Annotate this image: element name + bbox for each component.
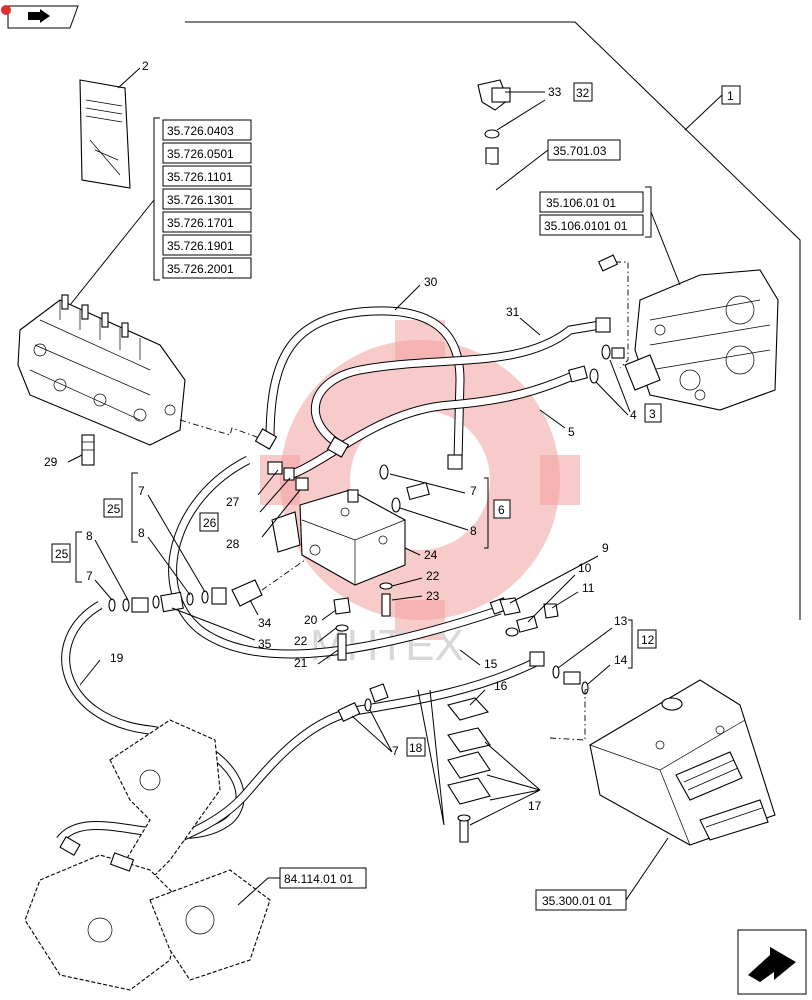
boxed-3	[644, 403, 662, 423]
pump-ref-b: 35.106.0101 01	[544, 219, 628, 233]
callout-22b: 22	[294, 634, 308, 648]
callout-29: 29	[44, 455, 58, 469]
callout-7d: 7	[392, 744, 399, 758]
boxed-1-label: 1	[727, 89, 734, 103]
callout-34: 34	[258, 616, 272, 630]
callout-8c: 8	[138, 526, 145, 540]
boxed-25b-label: 25	[55, 547, 69, 561]
boxed-32-label: 32	[576, 86, 590, 100]
boxed-6-label: 6	[498, 503, 505, 517]
callout-15: 15	[484, 657, 498, 671]
manual-ref-4: 35.726.1301	[167, 193, 234, 207]
tank-ref: 35.300.01 01	[542, 894, 612, 908]
callout-14: 14	[614, 653, 628, 667]
boxed-12	[637, 629, 657, 649]
fittings-9-11	[499, 597, 559, 637]
hose-19	[56, 601, 245, 844]
book-arrow-icon[interactable]	[1, 5, 79, 29]
callout-35: 35	[258, 637, 272, 651]
boxed-18-label: 18	[409, 741, 423, 755]
callout-2: 2	[142, 59, 149, 73]
bolt-set	[333, 582, 393, 661]
pump-ref-box-b	[539, 214, 644, 236]
hose-loader	[127, 655, 543, 865]
quick-coupler-33	[477, 79, 511, 111]
callout-28: 28	[226, 537, 240, 551]
loader-frame	[24, 719, 271, 991]
clamp-set	[447, 697, 491, 843]
callout-27: 27	[226, 495, 240, 509]
operator-manual	[79, 79, 131, 189]
hydraulic-pump	[624, 269, 779, 411]
callout-7b: 7	[470, 484, 477, 498]
control-valve	[17, 294, 186, 446]
callout-10: 10	[578, 561, 592, 575]
callout-13: 13	[614, 614, 628, 628]
pump-ref-box-a	[539, 191, 644, 213]
manual-ref-3: 35.726.1101	[167, 170, 233, 184]
manual-ref-6: 35.726.1901	[167, 239, 234, 253]
manual-ref-2: 35.726.0501	[167, 147, 234, 161]
pump-ref-a: 35.106.01 01	[546, 196, 616, 210]
callout-11: 11	[582, 581, 595, 595]
loader-fittings	[59, 836, 135, 872]
callout-21: 21	[294, 656, 308, 670]
boxed-12-label: 12	[641, 633, 655, 647]
loader-ref: 84.114.01 01	[284, 872, 354, 886]
callout-4: 4	[630, 408, 637, 422]
boxed-3-label: 3	[649, 407, 656, 421]
valve-block-24	[271, 489, 406, 586]
manual-ref-1: 35.726.0403	[167, 124, 234, 138]
fitting-29	[81, 434, 95, 466]
hose-31	[310, 320, 601, 449]
next-page-arrow-icon[interactable]	[737, 929, 807, 995]
callout-20: 20	[304, 613, 318, 627]
hydraulic-tank	[589, 679, 776, 846]
callout-7a: 7	[138, 484, 145, 498]
callout-30: 30	[424, 275, 438, 289]
callout-16: 16	[494, 679, 508, 693]
boxed-25b	[51, 543, 71, 563]
callout-17: 17	[528, 799, 542, 813]
manual-ref-7: 35.726.2001	[167, 262, 234, 276]
callout-8a: 8	[86, 529, 93, 543]
boxed-26-label: 26	[203, 516, 217, 530]
callout-22a: 22	[426, 569, 440, 583]
hose-5	[288, 370, 577, 480]
manual-ref-5: 35.726.1701	[167, 216, 234, 230]
fittings-left	[108, 579, 263, 613]
leader-line-top	[185, 21, 801, 620]
callout-33: 33	[548, 85, 562, 99]
fittings-upper	[267, 461, 430, 513]
boxed-18	[406, 737, 426, 757]
callout-24: 24	[424, 548, 438, 562]
callout-7c: 7	[86, 569, 93, 583]
callout-31: 31	[506, 305, 520, 319]
hose-30	[265, 306, 465, 461]
hose-ref: 35.701.03	[553, 144, 607, 158]
callout-19: 19	[110, 651, 124, 665]
hose-15	[168, 455, 502, 659]
boxed-25a-label: 25	[107, 502, 121, 516]
callout-9: 9	[602, 541, 609, 555]
boxed-6	[493, 499, 511, 519]
callout-5: 5	[568, 425, 575, 439]
callout-8b: 8	[470, 524, 477, 538]
callout-23: 23	[426, 589, 440, 603]
manual-reference-list: 35.726.0403 35.726.0501 35.726.1101 35.7…	[153, 117, 252, 281]
boxed-32	[573, 82, 593, 102]
boxed-26	[199, 512, 219, 532]
boxed-25a	[103, 498, 123, 518]
